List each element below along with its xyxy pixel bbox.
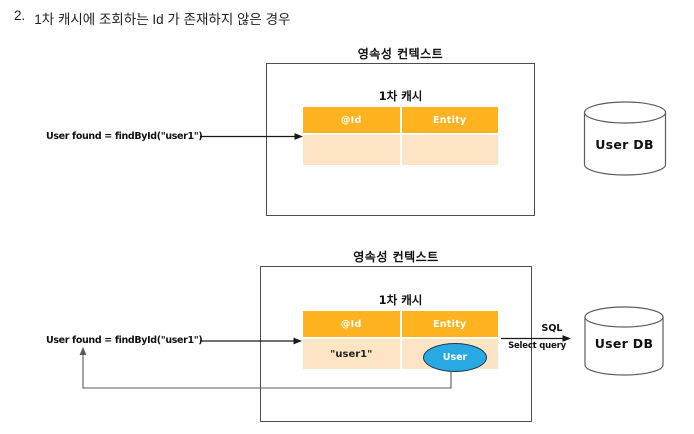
cache-table-1-header-entity: Entity xyxy=(401,107,498,133)
arrowhead-up-icon xyxy=(79,347,87,355)
page-title-text: 1차 캐시에 조회하는 Id 가 존재하지 않은 경우 xyxy=(34,12,291,27)
find-by-id-label-2: User found = findById("user1") xyxy=(46,335,203,346)
cache-table-1-body-row xyxy=(303,135,498,165)
sql-label: SQL xyxy=(541,323,563,334)
cache-table-1-entity-cell-empty xyxy=(401,135,498,165)
cache-table-1-header-id: @Id xyxy=(303,107,400,133)
user-entity-ellipse: User xyxy=(423,343,487,372)
cache-table-2-id-cell: "user1" xyxy=(303,339,400,369)
persistence-context-box-2 xyxy=(260,266,532,422)
persistence-context-box-1 xyxy=(266,63,535,216)
page-title: 2. 1차 캐시에 조회하는 Id 가 존재하지 않은 경우 xyxy=(14,8,290,28)
first-level-cache-label-2: 1차 캐시 xyxy=(378,293,423,307)
select-query-label: Select query xyxy=(508,341,566,351)
cache-table-1-id-cell-empty xyxy=(303,135,400,165)
cache-table-2-header-entity: Entity xyxy=(401,311,498,337)
persistence-context-label-1: 영속성 컨텍스트 xyxy=(357,47,444,61)
cache-table-1: @Id Entity xyxy=(303,107,498,165)
persistence-context-label-2: 영속성 컨텍스트 xyxy=(353,250,439,264)
page-title-number: 2. xyxy=(14,8,26,23)
user-db-label-2: User DB xyxy=(594,336,654,351)
cache-table-2-header-row: @Id Entity xyxy=(303,311,498,337)
cache-table-1-header-row: @Id Entity xyxy=(303,107,498,133)
cache-table-2-header-id: @Id xyxy=(303,311,400,337)
find-by-id-label-1: User found = findById("user1") xyxy=(46,131,203,142)
user-db-label-1: User DB xyxy=(595,137,654,152)
first-level-cache-label-1: 1차 캐시 xyxy=(378,89,423,103)
